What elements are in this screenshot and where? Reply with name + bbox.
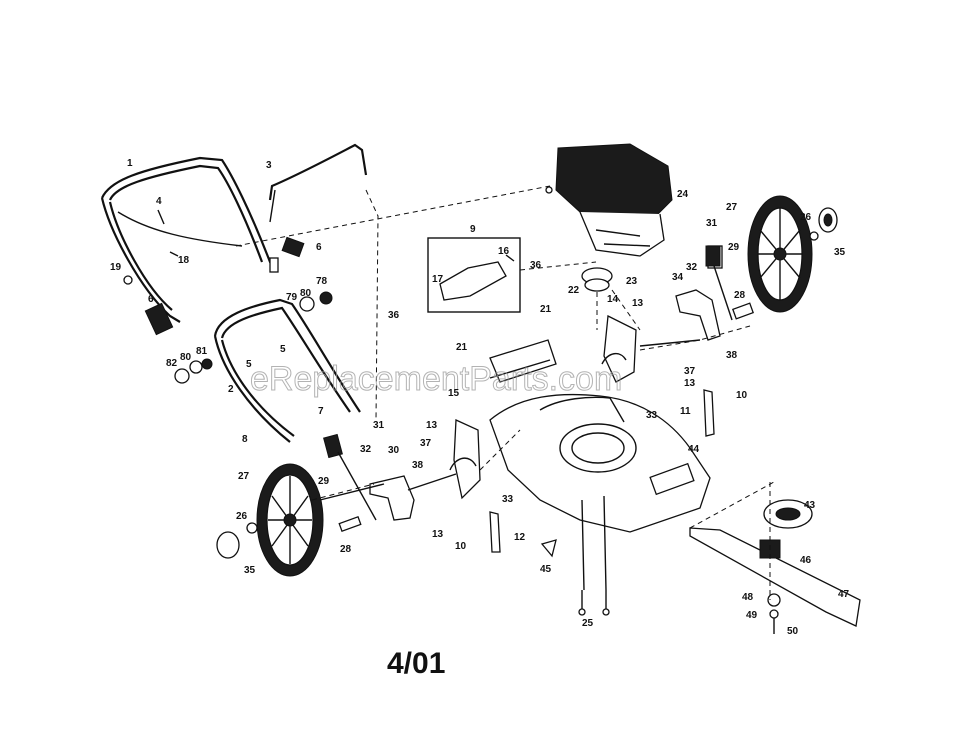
label-part-13: 13	[426, 420, 438, 431]
label-part-18: 18	[178, 255, 190, 266]
label-part-13: 13	[684, 378, 696, 389]
label-part-45: 45	[540, 564, 552, 575]
label-part-44: 44	[688, 444, 700, 455]
label-part-21: 21	[540, 304, 552, 315]
label-part-19: 19	[110, 262, 122, 273]
label-part-33: 33	[646, 410, 658, 421]
deck-bolts	[578, 590, 610, 616]
lower-handle	[174, 291, 361, 443]
leader-lines	[235, 185, 751, 501]
chute-assembly	[427, 237, 521, 313]
label-part-13: 13	[432, 529, 444, 540]
right-wheel	[707, 195, 838, 313]
label-part-11: 11	[680, 406, 691, 417]
label-part-34: 34	[672, 272, 684, 283]
label-part-31: 31	[706, 218, 718, 229]
label-part-26: 26	[236, 511, 248, 522]
label-part-28: 28	[734, 290, 746, 301]
left-height-adjuster	[319, 433, 415, 533]
label-part-38: 38	[412, 460, 424, 471]
label-part-2: 2	[228, 384, 234, 395]
label-part-31: 31	[373, 420, 385, 431]
label-part-10: 10	[455, 541, 467, 552]
label-part-37: 37	[420, 438, 432, 449]
label-part-48: 48	[742, 592, 754, 603]
date-code: 4/01	[387, 647, 445, 680]
label-part-30: 30	[388, 445, 400, 456]
label-part-50: 50	[787, 626, 799, 637]
label-part-17: 17	[432, 274, 444, 285]
label-part-3: 3	[266, 160, 272, 171]
label-part-78: 78	[316, 276, 328, 287]
label-part-6: 6	[148, 294, 154, 305]
label-part-8: 8	[242, 434, 248, 445]
label-part-10: 10	[736, 390, 748, 401]
mower-deck	[489, 393, 711, 591]
right-height-adjuster	[675, 245, 755, 341]
label-part-14: 14	[607, 294, 619, 305]
label-part-35: 35	[834, 247, 846, 258]
label-part-13: 13	[632, 298, 644, 309]
label-part-12: 12	[514, 532, 526, 543]
label-part-80: 80	[300, 288, 312, 299]
part-labels: 1 2 3 4 5 5 6 6 7 8 9 10 10 11 12 13 13 …	[110, 158, 850, 637]
label-part-27: 27	[238, 471, 250, 482]
label-part-36: 36	[388, 310, 400, 321]
label-part-6: 6	[316, 242, 322, 253]
label-part-81: 81	[196, 346, 208, 357]
label-part-49: 49	[746, 610, 758, 621]
label-part-23: 23	[626, 276, 638, 287]
label-part-36: 36	[530, 260, 542, 271]
watermark: eReplacementParts.com	[250, 360, 622, 398]
label-part-47: 47	[838, 589, 850, 600]
label-part-29: 29	[318, 476, 330, 487]
upper-handle	[100, 156, 279, 336]
left-wheel	[216, 463, 324, 577]
label-part-46: 46	[800, 555, 812, 566]
engine	[545, 143, 673, 257]
label-part-79: 79	[286, 292, 298, 303]
label-part-43: 43	[804, 500, 816, 511]
label-part-33: 33	[502, 494, 514, 505]
rear-baffle	[489, 339, 557, 558]
label-part-32: 32	[686, 262, 698, 273]
label-part-32: 32	[360, 444, 372, 455]
pivot-brackets	[407, 314, 715, 553]
blade-assembly	[689, 481, 861, 634]
label-part-28: 28	[340, 544, 352, 555]
control-bar	[268, 143, 368, 258]
label-part-21: 21	[456, 342, 468, 353]
label-part-4: 4	[156, 196, 162, 207]
label-part-15: 15	[448, 388, 460, 399]
label-part-35: 35	[244, 565, 256, 576]
label-part-5: 5	[280, 344, 286, 355]
label-part-38: 38	[726, 350, 738, 361]
label-part-22: 22	[568, 285, 580, 296]
label-part-16: 16	[498, 246, 510, 257]
pulley	[581, 267, 641, 331]
label-part-24: 24	[677, 189, 689, 200]
label-part-27: 27	[726, 202, 738, 213]
label-part-5: 5	[246, 359, 252, 370]
label-part-26: 26	[800, 212, 812, 223]
label-part-82: 82	[166, 358, 178, 369]
label-part-7: 7	[318, 406, 324, 417]
label-part-37: 37	[684, 366, 696, 377]
label-part-25: 25	[582, 618, 594, 629]
label-part-1: 1	[127, 158, 133, 169]
label-part-9: 9	[470, 224, 476, 235]
label-part-29: 29	[728, 242, 740, 253]
label-part-80: 80	[180, 352, 192, 363]
